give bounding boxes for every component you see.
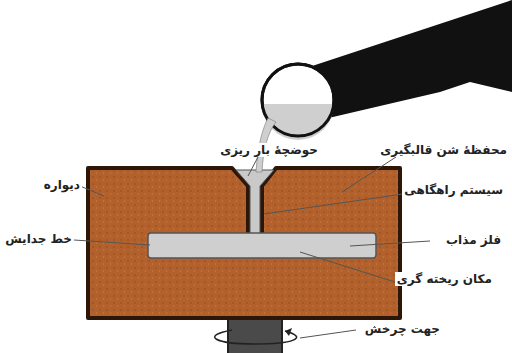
part-label: حوضچهٔ بار ریزی	[218, 143, 320, 157]
sand-mold	[88, 168, 400, 318]
part-label: محفظهٔ شن قالبگیری	[378, 143, 509, 157]
sprue-metal	[236, 170, 274, 236]
part-label: جهت چرخش	[363, 322, 442, 336]
leader-lines	[74, 157, 430, 338]
part-label: دیواره	[42, 178, 82, 192]
part-label: سیستم راهگاهی	[402, 183, 505, 197]
rotation-arrow	[215, 330, 297, 344]
mold-cavity	[148, 233, 376, 258]
part-label: فلز مذاب	[444, 233, 503, 247]
part-label: خط جدایش	[3, 232, 74, 246]
rotation-shaft	[228, 316, 282, 353]
part-label: مکان ریخته گری	[395, 272, 494, 286]
rotation-arrowhead	[285, 328, 292, 336]
